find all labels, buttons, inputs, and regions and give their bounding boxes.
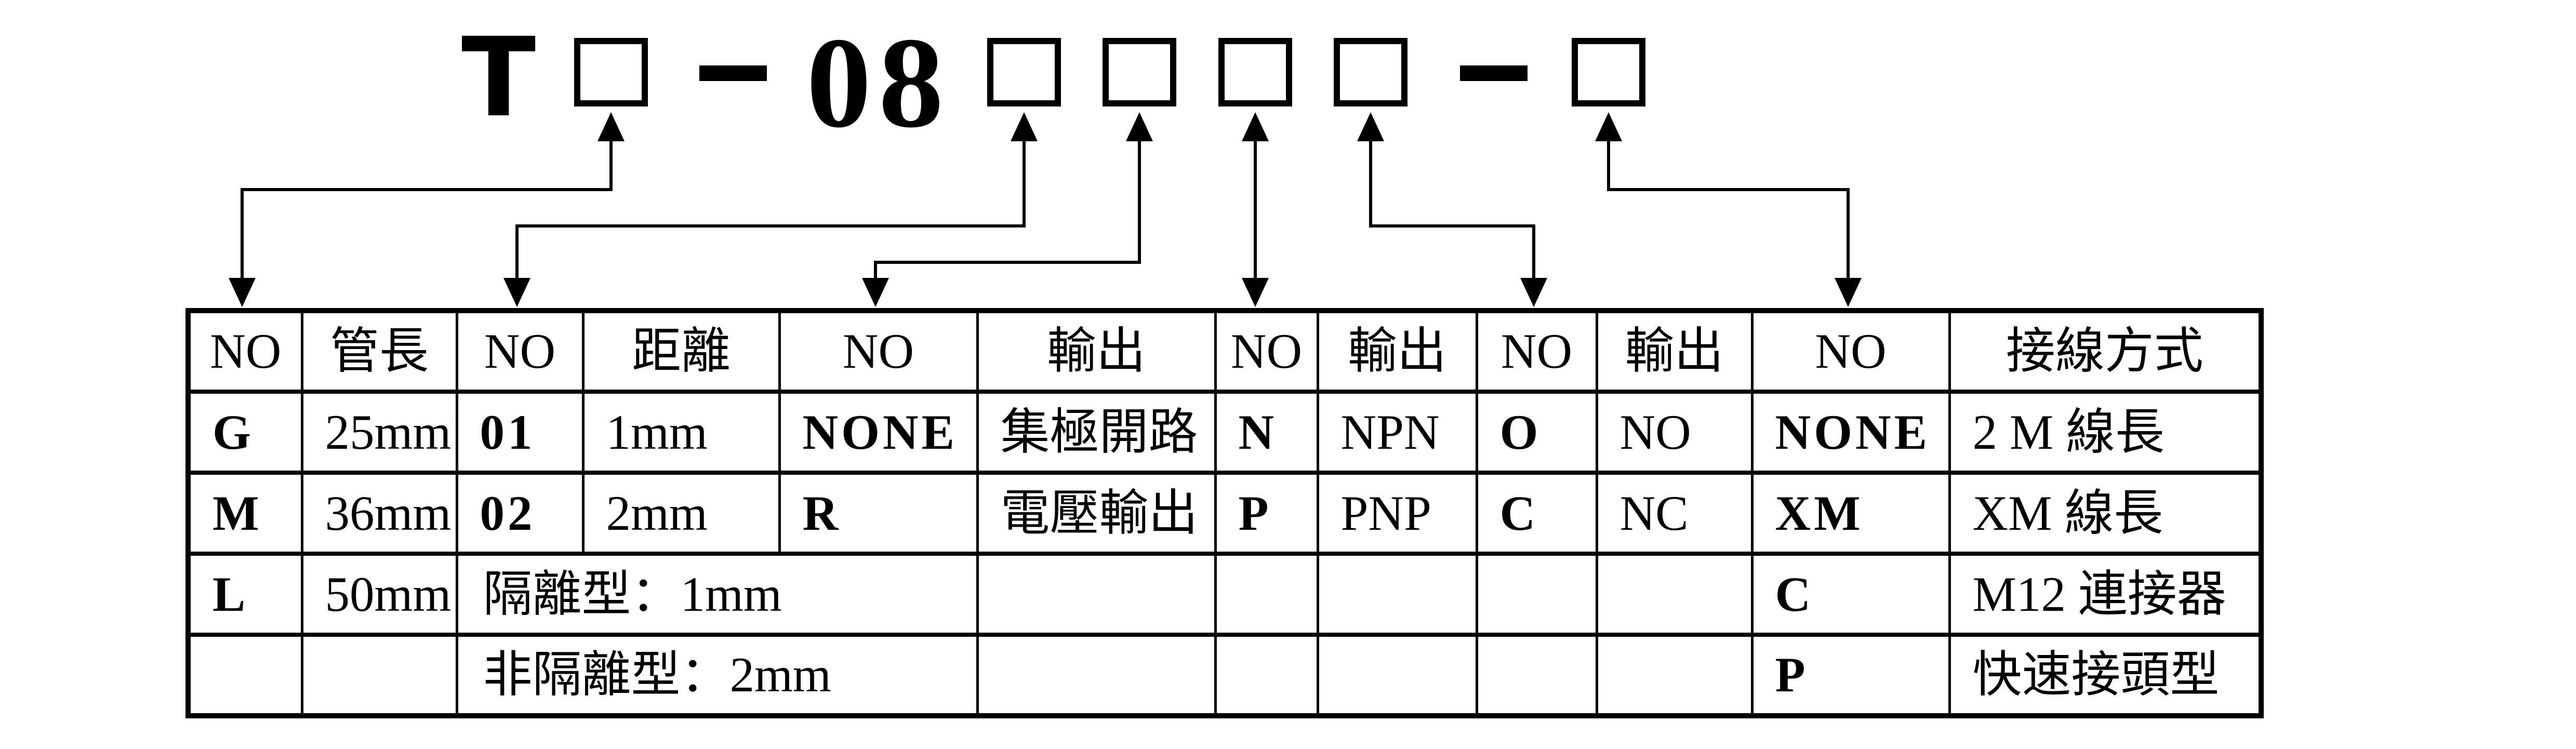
cell-empty xyxy=(1475,552,1598,637)
cell-code: C xyxy=(1475,471,1598,556)
code-dash-1 xyxy=(699,65,767,81)
code-placeholder-box-6 xyxy=(1572,38,1645,106)
code-placeholder-box-3 xyxy=(1103,38,1176,106)
cell-code: C xyxy=(1750,552,1951,637)
connector-box6-to-col11 xyxy=(1595,112,1862,307)
code-placeholder-box-4 xyxy=(1218,38,1292,106)
code-prefix-letter: T xyxy=(461,14,536,141)
cell-code: NONE xyxy=(778,390,979,475)
cell-code: O xyxy=(1475,390,1598,475)
cell-empty xyxy=(1595,633,1754,718)
cell-desc: NC xyxy=(1595,471,1754,556)
cell-desc: 2 M 線長 xyxy=(1948,390,2263,475)
cell-empty xyxy=(1595,552,1754,637)
cell-merged-note: 隔離型：1mm xyxy=(455,552,979,637)
cell-desc: M12 連接器 xyxy=(1948,552,2263,637)
table-header-row: NO 管長 NO 距離 NO 輸出 NO 輸出 NO 輸出 NO 接線方式 xyxy=(187,309,2263,394)
cell-desc: 1mm xyxy=(581,390,781,475)
connector-box2-to-col3 xyxy=(503,112,1038,307)
cell-desc: 25mm xyxy=(300,390,458,475)
cell-empty xyxy=(187,633,303,718)
cell-code: P xyxy=(1750,633,1951,718)
cell-desc: 50mm xyxy=(300,552,458,637)
header-cell: 管長 xyxy=(300,309,458,394)
code-placeholder-box-2 xyxy=(987,38,1061,106)
cell-desc: XM 線長 xyxy=(1948,471,2263,556)
connector-box3-to-col5 xyxy=(862,112,1153,307)
cell-empty xyxy=(976,552,1217,637)
cell-code: XM xyxy=(1750,471,1951,556)
code-placeholder-box-1 xyxy=(574,38,648,106)
cell-code: N xyxy=(1214,390,1319,475)
code-fixed-segment: 08 xyxy=(806,11,951,155)
header-cell: 輸出 xyxy=(1595,309,1754,394)
cell-desc: NO xyxy=(1595,390,1754,475)
code-placeholder-box-5 xyxy=(1334,38,1407,106)
cell-code: 02 xyxy=(455,471,585,556)
cell-code: M xyxy=(187,471,303,556)
cell-empty xyxy=(1214,633,1319,718)
cell-code: L xyxy=(187,552,303,637)
cell-desc: NPN xyxy=(1316,390,1478,475)
table-row: G 25mm 01 1mm NONE 集極開路 N NPN O NO NONE … xyxy=(187,390,2263,475)
spec-table: NO 管長 NO 距離 NO 輸出 NO 輸出 NO 輸出 NO 接線方式 G … xyxy=(185,308,2264,718)
connector-box4-to-col7 xyxy=(1242,112,1269,307)
header-cell: 輸出 xyxy=(1316,309,1478,394)
header-cell: 輸出 xyxy=(976,309,1217,394)
cell-desc: 36mm xyxy=(300,471,458,556)
header-cell: NO xyxy=(187,309,303,394)
cell-code: R xyxy=(778,471,979,556)
code-dash-2 xyxy=(1460,65,1528,81)
table-row: M 36mm 02 2mm R 電壓輸出 P PNP C NC XM XM 線長 xyxy=(187,471,2263,556)
cell-code: P xyxy=(1214,471,1319,556)
cell-empty xyxy=(1475,633,1598,718)
cell-empty xyxy=(976,633,1217,718)
cell-desc: PNP xyxy=(1316,471,1478,556)
cell-empty xyxy=(1316,633,1478,718)
header-cell: NO xyxy=(455,309,585,394)
header-cell: NO xyxy=(778,309,979,394)
cell-merged-note: 非隔離型：2mm xyxy=(455,633,979,718)
connector-box1-to-col1 xyxy=(229,112,625,307)
cell-code: NONE xyxy=(1750,390,1951,475)
cell-desc: 快速接頭型 xyxy=(1948,633,2263,718)
header-cell: NO xyxy=(1475,309,1598,394)
header-cell: NO xyxy=(1750,309,1951,394)
table-row: L 50mm 隔離型：1mm C M12 連接器 xyxy=(187,552,2263,637)
cell-empty xyxy=(1214,552,1319,637)
header-cell: NO xyxy=(1214,309,1319,394)
cell-empty xyxy=(300,633,458,718)
header-cell: 距離 xyxy=(581,309,781,394)
connector-box5-to-col9 xyxy=(1357,112,1547,307)
header-cell: 接線方式 xyxy=(1948,309,2263,394)
cell-empty xyxy=(1316,552,1478,637)
table-row: 非隔離型：2mm P 快速接頭型 xyxy=(187,633,2263,718)
cell-desc: 電壓輸出 xyxy=(976,471,1217,556)
cell-desc: 集極開路 xyxy=(976,390,1217,475)
cell-desc: 2mm xyxy=(581,471,781,556)
cell-code: G xyxy=(187,390,303,475)
cell-code: 01 xyxy=(455,390,585,475)
